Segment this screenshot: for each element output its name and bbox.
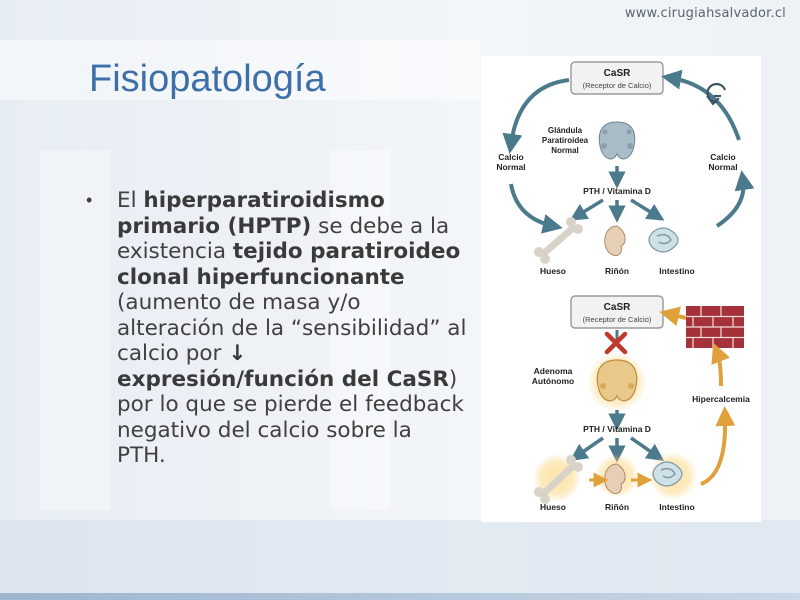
bottom-bar [0, 593, 800, 600]
text-run-bold: hiperparatiroidismo primario (HPTP) [117, 188, 385, 239]
organ-label-kidney: Riñón [605, 266, 629, 276]
refresh-cycle-icon [706, 82, 727, 106]
gland-label-line2: Paratiroidea [542, 136, 589, 145]
casr-title: CaSR [604, 68, 631, 79]
loop-arrow [715, 170, 755, 228]
brick-wall-icon [686, 306, 744, 348]
adenoma-label-line2: Autónomo [532, 376, 575, 386]
blocked-x-icon [604, 331, 628, 355]
hypercalcemia-arrow [700, 406, 736, 486]
text-run-bold: tejido paratiroideo clonal hiperfunciona… [117, 239, 461, 290]
casr-subtitle: (Receptor de Calcio) [583, 81, 652, 90]
text-run: ) por lo que se pierde el feedback negat… [117, 366, 464, 469]
organ-label-bone: Hueso [540, 266, 566, 276]
adenoma-label-line1: Adenoma [534, 366, 573, 376]
page-title: Fisiopatología [89, 58, 326, 100]
bone-icon [534, 217, 583, 264]
pth-vitd-label: PTH / Vitamina D [583, 186, 651, 196]
website-url: www.cirugiahsalvador.cl [624, 6, 786, 21]
bullet-icon: • [86, 190, 93, 210]
pth-vitd-label: PTH / Vitamina D [583, 424, 651, 434]
calcium-normal-right-line2: Normal [708, 162, 737, 172]
organ-label-intestine: Intestino [659, 502, 694, 512]
text-run: se debe a la existencia [117, 213, 450, 265]
arrow-to-intestine [630, 436, 665, 461]
text-run: El [117, 188, 144, 213]
bullet-text: El hiperparatiroidismo primario (HPTP) s… [117, 188, 467, 469]
text-run: (aumento de masa y/o alteración de la “s… [117, 290, 467, 366]
arrow-to-bone [569, 436, 604, 461]
casr-title: CaSR [604, 302, 631, 313]
hypercalcemia-label: Hipercalcemia [692, 394, 750, 404]
physiopathology-diagram: CaSR (Receptor de Calcio) Calcio Normal … [481, 56, 761, 522]
calcium-normal-right-line1: Calcio [710, 152, 736, 162]
loop-arrow [509, 183, 563, 234]
calcium-normal-left-line1: Calcio [498, 152, 524, 162]
text-run-bold: ↓ expresión/función del CaSR [117, 341, 449, 392]
hypercalcemia-arrow [711, 342, 730, 387]
background-decor [0, 520, 800, 600]
hyperparathyroidism-panel: CaSR (Receptor de Calcio) [532, 295, 750, 512]
arrow-to-intestine [630, 198, 665, 221]
adenoma-gland-icon [596, 359, 638, 402]
organ-label-intestine: Intestino [659, 266, 694, 276]
casr-receptor-box: CaSR (Receptor de Calcio) [570, 61, 664, 95]
organ-label-kidney: Riñón [605, 502, 629, 512]
kidney-icon [604, 225, 626, 257]
background-decor [0, 40, 480, 100]
loop-arrow [502, 78, 570, 154]
arrow-to-bone [569, 198, 604, 221]
gland-label-line1: Glándula [548, 126, 583, 135]
feedback-arrow [659, 306, 687, 327]
background-decor [40, 150, 110, 510]
casr-subtitle: (Receptor de Calcio) [583, 315, 652, 324]
normal-feedback-panel: CaSR (Receptor de Calcio) Calcio Normal … [496, 61, 755, 276]
organ-label-bone: Hueso [540, 502, 566, 512]
background-decor [330, 150, 390, 510]
parathyroid-gland-icon [598, 121, 636, 160]
intestine-icon [648, 227, 679, 253]
gland-label-line3: Normal [551, 146, 579, 155]
calcium-normal-left-line2: Normal [496, 162, 525, 172]
bone-icon [534, 455, 583, 504]
intestine-icon [652, 461, 683, 487]
loop-arrow [661, 69, 741, 141]
casr-receptor-box: CaSR (Receptor de Calcio) [570, 295, 664, 329]
